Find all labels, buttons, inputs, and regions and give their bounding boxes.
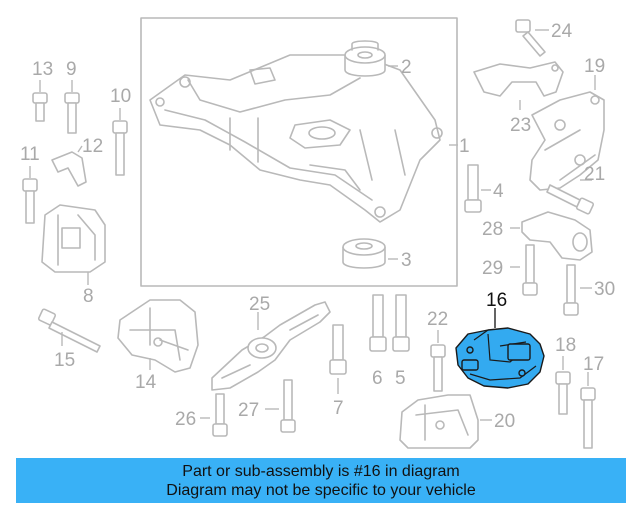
callout-6: 6: [372, 368, 383, 389]
callout-27: 27: [238, 400, 259, 421]
callout-30: 30: [594, 279, 615, 300]
callout-2: 2: [401, 57, 412, 78]
callout-14: 14: [135, 372, 157, 393]
callout-4: 4: [493, 181, 504, 202]
part-6-bolt[interactable]: [369, 294, 387, 352]
callout-28: 28: [482, 219, 503, 240]
banner-line-1: Part or sub-assembly is #16 in diagram: [182, 463, 460, 480]
part-7-bolt[interactable]: [329, 324, 347, 375]
callout-16: 16: [486, 290, 507, 311]
callout-19: 19: [584, 56, 605, 77]
callout-9: 9: [66, 59, 77, 80]
part-22-bolt[interactable]: [430, 344, 446, 392]
callout-18: 18: [555, 335, 576, 356]
callout-22: 22: [427, 309, 448, 330]
banner-line-2: Diagram may not be specific to your vehi…: [166, 482, 476, 499]
part-18-bolt[interactable]: [555, 371, 571, 415]
part-23-bracket[interactable]: [473, 61, 564, 97]
callout-3: 3: [401, 250, 412, 271]
part-4-bolt[interactable]: [464, 164, 482, 213]
part-28-bracket[interactable]: [521, 211, 593, 261]
part-11-bolt[interactable]: [22, 178, 38, 224]
part-2-bushing[interactable]: [344, 40, 386, 77]
callout-11: 11: [20, 144, 40, 165]
callout-10: 10: [110, 86, 131, 107]
callout-7: 7: [333, 398, 344, 419]
part-14-bracket[interactable]: [117, 299, 199, 373]
callout-8: 8: [83, 286, 94, 307]
part-30-bolt[interactable]: [563, 264, 579, 316]
callout-26: 26: [175, 409, 196, 430]
part-26-bolt[interactable]: [212, 393, 228, 437]
callout-21: 21: [584, 164, 605, 185]
part-5-bolt[interactable]: [392, 294, 410, 352]
callout-23: 23: [510, 115, 531, 136]
callout-1: 1: [459, 136, 470, 157]
info-banner: Part or sub-assembly is #16 in diagram D…: [16, 458, 626, 503]
callout-12: 12: [82, 136, 103, 157]
part-12-bracket[interactable]: [51, 151, 87, 187]
callout-29: 29: [482, 258, 503, 279]
callout-13: 13: [32, 59, 53, 80]
part-20-bracket[interactable]: [399, 394, 479, 449]
part-15-bolt[interactable]: [37, 308, 101, 353]
part-25-torque-arm[interactable]: [211, 301, 331, 391]
callout-17: 17: [583, 354, 604, 375]
part-21-bolt[interactable]: [546, 184, 595, 215]
part-27-bolt[interactable]: [280, 379, 296, 433]
part-19-bracket[interactable]: [529, 91, 605, 191]
subframe-group-frame: [140, 17, 458, 287]
callout-15: 15: [54, 350, 75, 371]
part-29-bolt[interactable]: [522, 244, 538, 296]
part-8-mount[interactable]: [41, 204, 106, 273]
part-9-bolt[interactable]: [64, 92, 80, 134]
callout-25: 25: [249, 294, 270, 315]
part-3-bushing[interactable]: [342, 238, 386, 269]
callout-5: 5: [395, 368, 406, 389]
part-16-transmission-mount[interactable]: [455, 327, 545, 389]
part-1-subframe[interactable]: [149, 54, 443, 223]
callout-24: 24: [551, 21, 573, 42]
part-10-bolt[interactable]: [112, 120, 128, 176]
part-24-bolt[interactable]: [515, 19, 546, 57]
part-17-bolt[interactable]: [580, 387, 596, 449]
part-13-bolt[interactable]: [32, 92, 48, 122]
callout-20: 20: [494, 411, 515, 432]
